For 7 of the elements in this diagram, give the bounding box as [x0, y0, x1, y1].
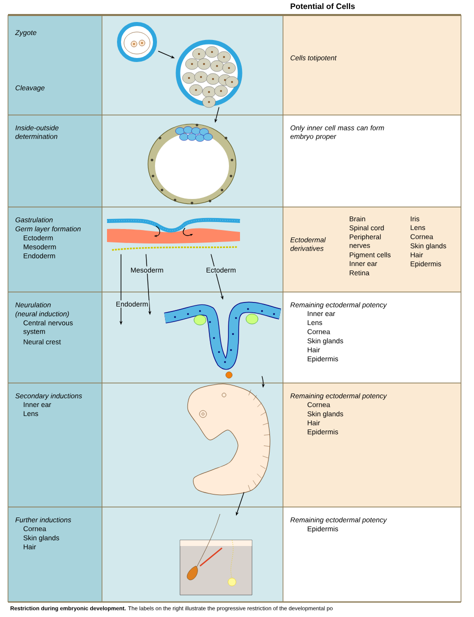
neural-tube-drawing	[164, 302, 282, 378]
skin-drawing	[180, 514, 252, 596]
blastocyst-drawing	[148, 124, 236, 204]
column-heading: Potential of Cells	[290, 3, 355, 10]
germ-layers-drawing	[106, 218, 240, 251]
morula-drawing	[176, 40, 242, 108]
embryo-drawing	[187, 384, 270, 496]
